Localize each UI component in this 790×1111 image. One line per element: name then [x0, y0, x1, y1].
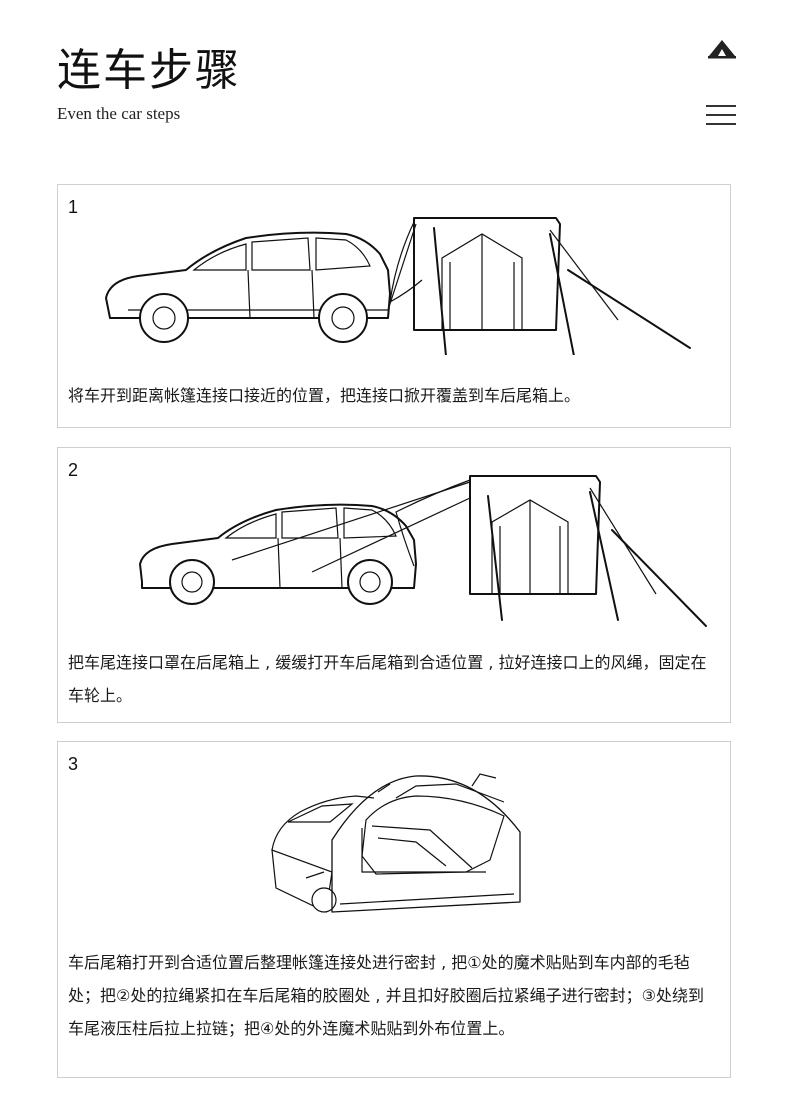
tent-seal-detail-illustration: [271, 773, 521, 913]
step-card-3: 3 车后尾箱打开到合适位置后整理帐篷连接处进行密封 , 把①处的魔术贴贴到车内部…: [57, 741, 731, 1078]
step-description: 把车尾连接口罩在后尾箱上 , 缓缓打开车后尾箱到合适位置 , 拉好连接口上的风绳…: [68, 653, 707, 705]
step-card-1: 1 将车开到距离帐篷连接口接近的位置，把连接口掀开覆盖到车后尾箱上。: [57, 184, 731, 428]
step-description: 车后尾箱打开到合适位置后整理帐篷连接处进行密封 , 把①处的魔术贴贴到车内部的毛…: [68, 953, 704, 1038]
step-number: 3: [68, 754, 79, 774]
step-description: 将车开到距离帐篷连接口接近的位置，把连接口掀开覆盖到车后尾箱上。: [68, 386, 581, 405]
tent-over-trunk-illustration: [139, 475, 707, 627]
tent-logo-icon[interactable]: [706, 36, 738, 60]
step-card-2: 2 把车尾连接口罩在后尾箱上 , 缓缓打开车后尾箱到合适位置 , 拉好连接口上的…: [57, 447, 731, 723]
step-number: 1: [68, 197, 79, 217]
step-number: 2: [68, 460, 79, 480]
page-title: 连车步骤: [57, 45, 241, 96]
car-approach-tent-illustration: [105, 217, 691, 355]
hamburger-menu-icon[interactable]: [706, 105, 738, 127]
page-subtitle: Even the car steps: [57, 104, 181, 123]
